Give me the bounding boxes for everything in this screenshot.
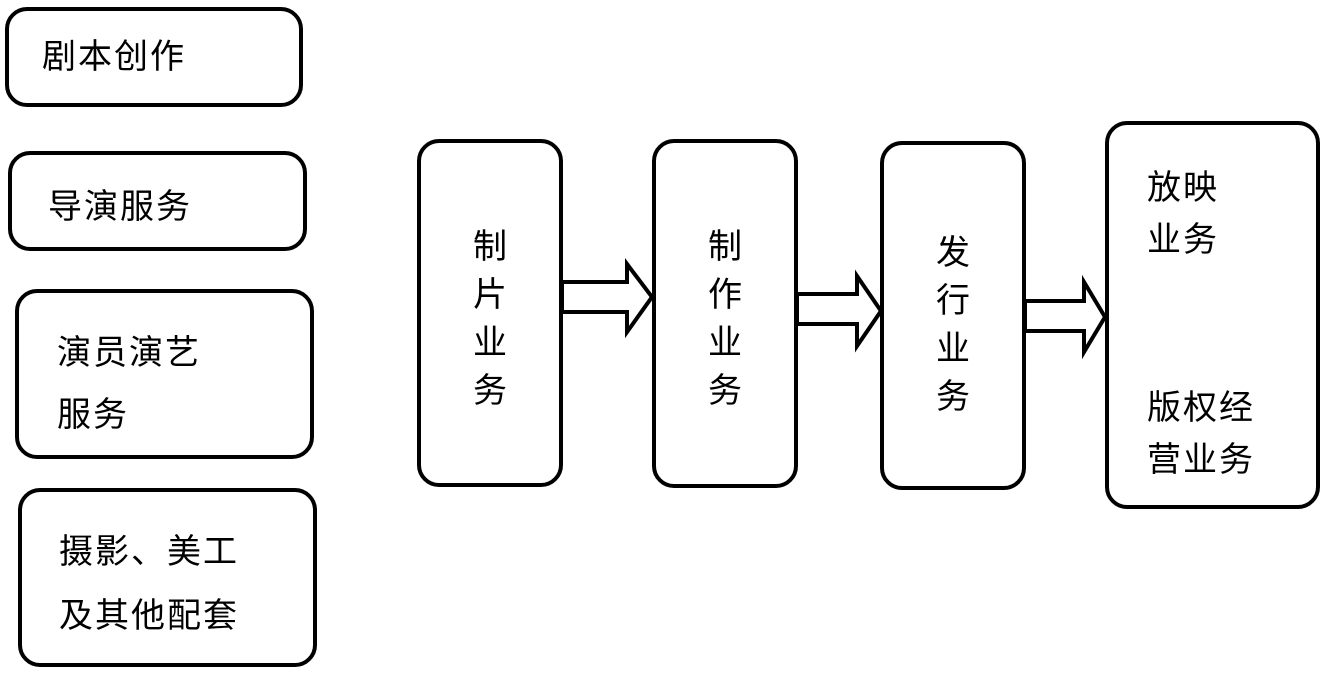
box-label-line2: 服务 bbox=[57, 395, 129, 435]
label-char: 务 bbox=[473, 371, 507, 411]
copyright-label-line1: 版权经 bbox=[1147, 388, 1255, 428]
label-char: 业 bbox=[708, 323, 742, 363]
arrow-production-to-making bbox=[560, 258, 655, 339]
copyright-label-line2: 营业务 bbox=[1147, 440, 1255, 480]
box-distribution: 发 行 业 务 bbox=[880, 141, 1026, 490]
label-char: 业 bbox=[936, 329, 970, 369]
box-actor-service: 演员演艺 服务 bbox=[15, 289, 314, 459]
screening-label-line2: 业务 bbox=[1147, 220, 1219, 260]
arrow-distribution-to-screening bbox=[1023, 274, 1108, 360]
label-char: 务 bbox=[708, 371, 742, 411]
label-char: 业 bbox=[473, 323, 507, 363]
box-photo-art-service: 摄影、美工 及其他配套 bbox=[18, 488, 317, 667]
label-char: 发 bbox=[936, 233, 970, 273]
label-char: 行 bbox=[936, 281, 970, 321]
screening-label-line1: 放映 bbox=[1147, 168, 1219, 208]
box-director-service: 导演服务 bbox=[8, 151, 307, 251]
box-label-line1: 摄影、美工 bbox=[59, 532, 239, 572]
box-label-line2: 及其他配套 bbox=[59, 596, 239, 636]
box-making: 制 作 业 务 bbox=[652, 139, 798, 488]
label-char: 务 bbox=[936, 377, 970, 417]
box-label-line1: 演员演艺 bbox=[57, 333, 201, 373]
box-label: 剧本创作 bbox=[42, 37, 186, 77]
label-char: 制 bbox=[708, 227, 742, 267]
box-label: 导演服务 bbox=[48, 187, 192, 227]
box-label-vertical: 发 行 业 务 bbox=[884, 229, 1022, 421]
label-char: 片 bbox=[473, 275, 507, 315]
label-char: 作 bbox=[708, 275, 742, 315]
box-script-writing: 剧本创作 bbox=[5, 7, 303, 107]
box-label-vertical: 制 作 业 务 bbox=[656, 223, 794, 415]
box-label-vertical: 制 片 业 务 bbox=[421, 223, 559, 415]
box-screening-copyright: 放映 业务 版权经 营业务 bbox=[1105, 121, 1320, 509]
arrow-making-to-distribution bbox=[795, 269, 884, 353]
label-char: 制 bbox=[473, 227, 507, 267]
